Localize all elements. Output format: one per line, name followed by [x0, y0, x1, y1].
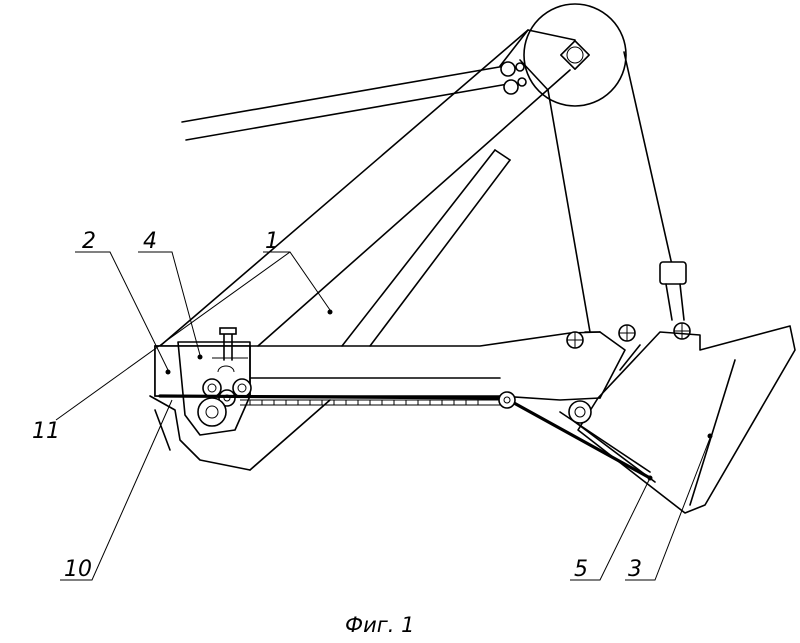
- rack-teeth: [240, 399, 500, 406]
- callout-10: 10: [64, 557, 92, 582]
- figure-caption: Фиг. 1: [345, 613, 414, 637]
- sheave-wheel: [523, 3, 627, 107]
- callout-4: 4: [143, 229, 157, 254]
- leader-lines: [55, 251, 713, 581]
- drive-rope: [158, 391, 656, 483]
- callout-3: 3: [628, 557, 642, 582]
- rope-socket: [659, 261, 687, 321]
- callout-2: 2: [82, 229, 96, 254]
- callout-1: 1: [265, 229, 279, 254]
- callout-11: 11: [32, 419, 60, 444]
- handle-pins: [566, 322, 691, 349]
- callout-5: 5: [574, 557, 588, 582]
- suspension-rods: [181, 29, 529, 141]
- hoist-rope: [623, 51, 673, 266]
- boom: [159, 29, 601, 347]
- dipper-bucket: [568, 325, 796, 514]
